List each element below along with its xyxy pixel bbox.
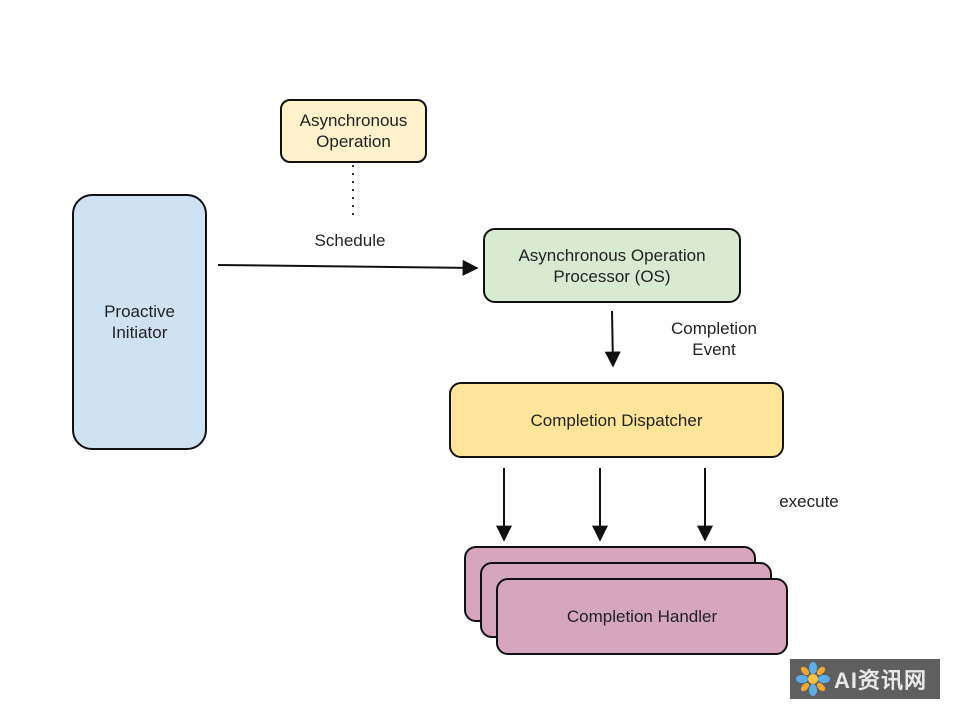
handler-node: Completion Handler bbox=[496, 578, 788, 655]
completion-event-arrow bbox=[604, 310, 621, 368]
schedule-arrow bbox=[217, 259, 479, 276]
processor-node: Asynchronous Operation Processor (OS) bbox=[483, 228, 741, 303]
async-operation-node: Asynchronous Operation bbox=[280, 99, 427, 163]
schedule-label: Schedule bbox=[314, 231, 386, 250]
dispatcher-node: Completion Dispatcher bbox=[449, 382, 784, 458]
watermark-text: AI资讯网 bbox=[834, 668, 928, 693]
completion-event-label: Completion Event bbox=[671, 319, 757, 359]
starburst-logo-icon bbox=[796, 662, 830, 696]
proactive-initiator-node: Proactive Initiator bbox=[72, 194, 207, 450]
execute-label: execute bbox=[779, 492, 839, 511]
watermark: AI资讯网 bbox=[790, 659, 940, 699]
